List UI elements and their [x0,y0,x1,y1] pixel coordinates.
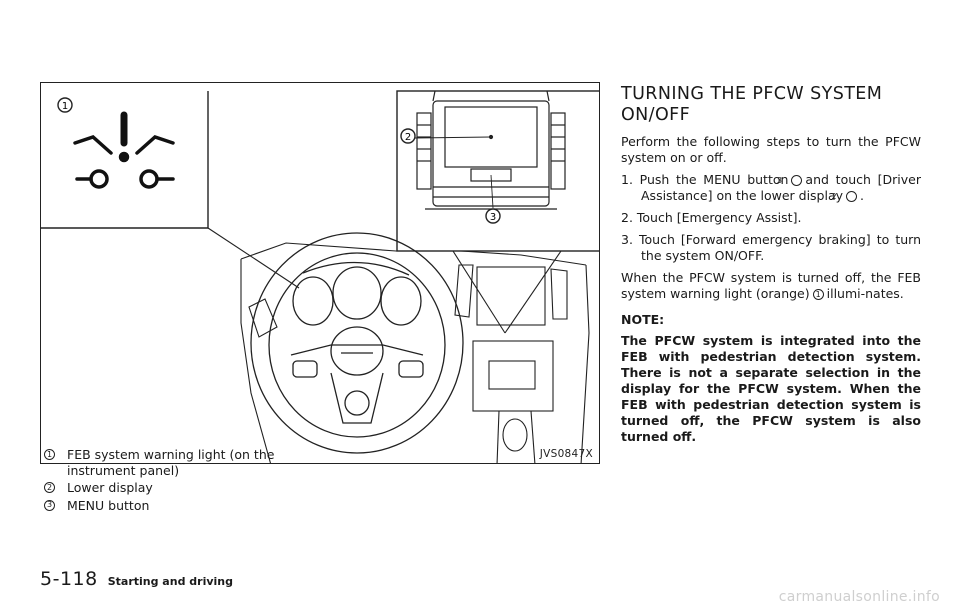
page-number: 5-118 [40,568,98,590]
callout-3: 3 [485,174,501,224]
legend-number-badge: 2 [44,482,55,493]
instructions-column: TURNING THE PFCW SYSTEM ON/OFF Perform t… [621,84,921,445]
legend-number-badge: 3 [44,499,55,511]
callout-1: 1 [57,97,73,113]
note-text: The PFCW system is integrated into the F… [621,333,921,444]
turned-off-text-b: illumi-nates. [826,286,904,301]
step-3: 3. Touch [Forward emergency braking] to … [621,232,921,263]
display-inset-border [396,90,599,252]
lower-display-badge: 2 [832,191,858,202]
steering-wheel [250,232,464,454]
callout-2: 2 [400,128,492,144]
dashboard-illustration: 1 [40,82,600,464]
turned-off-text-a: When the PFCW system is turned off, the … [621,270,921,301]
lower-display-inset [416,90,566,210]
watermark: carmanualsonline.info [778,589,940,605]
warning-light-badge: 1 [812,289,824,300]
dashboard-drawing: 1 [41,83,599,463]
page-footer: 5-118 Starting and driving [40,568,233,590]
legend-item-2: 2 Lower display [40,480,340,496]
figure-code: JVS0847X [539,448,593,460]
legend-item-1: 1 FEB system warning light (on the instr… [40,447,340,478]
step-1-text-c: . [860,188,865,203]
legend-text: FEB system warning light (on the instrum… [67,447,275,478]
section-heading: TURNING THE PFCW SYSTEM ON/OFF [621,84,883,125]
legend-text: Lower display [67,480,153,495]
intro-paragraph: Perform the following steps to turn the … [621,134,921,165]
legend-text: MENU button [67,497,150,513]
svg-text:2: 2 [405,132,411,143]
note-title: NOTE: [621,312,665,327]
footer-section-name: Starting and driving [107,575,233,588]
legend-number-badge: 1 [44,449,55,460]
svg-text:1: 1 [62,101,68,112]
turned-off-paragraph: When the PFCW system is turned off, the … [621,270,921,302]
feb-warning-icon [73,111,175,189]
step-1-text-b: and touch [Driver Assistance] on the low… [641,172,921,203]
menu-button-badge: 3 [777,175,803,186]
figure-legend: 1 FEB system warning light (on the instr… [40,447,340,515]
legend-item-3: 3 MENU button [40,498,340,514]
dashboard [240,242,590,463]
svg-text:3: 3 [490,212,496,223]
step-1-text-a: 1. Push the MENU button [621,172,789,187]
step-2: 2. Touch [Emergency Assist]. [621,210,802,225]
